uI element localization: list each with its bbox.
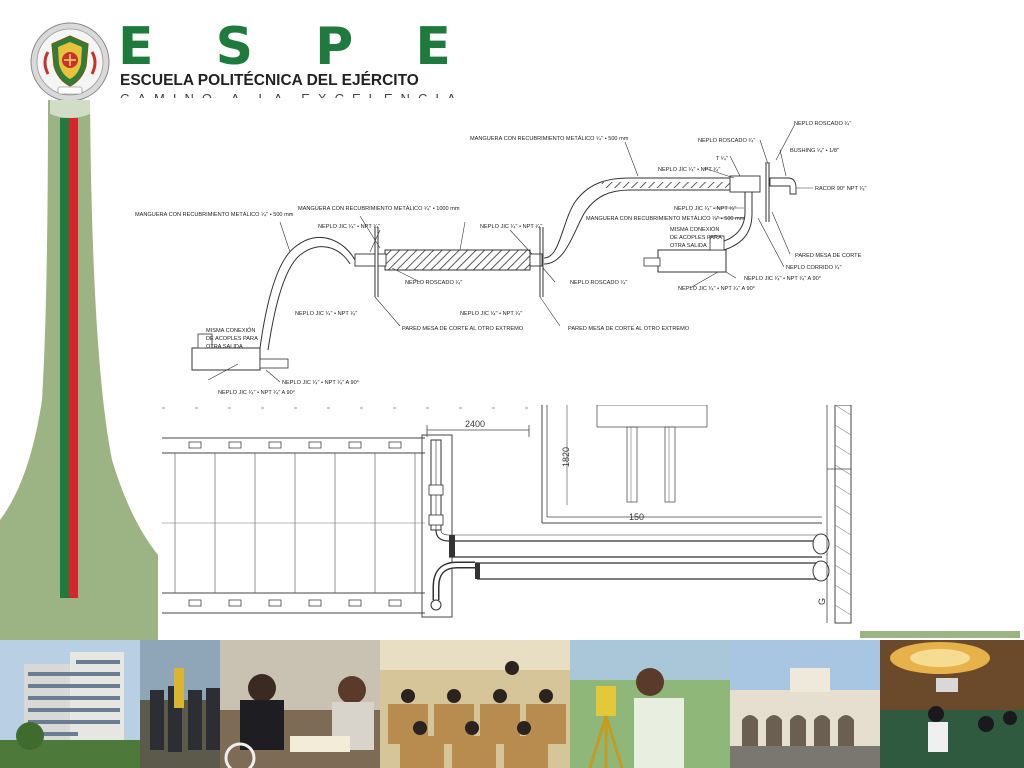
dimension-2400: 2400 — [465, 419, 485, 429]
label-tee: T ¹⁄₄" — [716, 156, 728, 162]
label-hose-left: MANGUERA CON RECUBRIMIENTO METÁLICO ¹⁄₄"… — [135, 211, 294, 218]
label-elbow-right-b: NEPLO JIC ¹⁄₄" • NPT ¹⁄₄" A 90° — [678, 286, 755, 292]
label-neplo-jic-top: NEPLO JIC ¹⁄₄" • NPT ¹⁄₄" — [658, 167, 720, 173]
label-pared-left: PARED MESA DE CORTE AL OTRO EXTREMO — [402, 326, 524, 332]
label-pared-right: PARED MESA DE CORTE — [795, 253, 862, 259]
label-hose-right: MANGUERA CON RECUBRIMIENTO METÁLICO ¹⁄₄"… — [586, 215, 745, 222]
institution-name: ESCUELA POLITÉCNICA DEL EJÉRCITO — [120, 72, 419, 89]
label-bushing: BUSHING ¹⁄₄" • 1/8" — [790, 148, 839, 154]
label-neplo-corrido: NEPLO CORRIDO ¹⁄₄" — [786, 265, 842, 271]
label-elbow-left-b: NEPLO JIC ¹⁄₄" • NPT ¹⁄₄" A 90° — [218, 390, 295, 396]
label-pared-mid: PARED MESA DE CORTE AL OTRO EXTREMO — [568, 326, 690, 332]
label-neplo-jic-right: NEPLO JIC ¹⁄₄" • NPT ¹⁄₄" — [674, 206, 736, 212]
label-neplo-roscado-left: NEPLO ROSCADO ¹⁄₄" — [405, 280, 462, 286]
label-neplo-jic-under-mid: NEPLO JIC ¹⁄₄" • NPT ¹⁄₄" — [460, 311, 522, 317]
campus-photo-collage — [0, 640, 1024, 768]
label-neplo-roscado-mid: NEPLO ROSCADO ¹⁄₄" — [570, 280, 627, 286]
hose-connection-diagram: MANGUERA CON RECUBRIMIENTO METÁLICO ¹⁄₄"… — [135, 121, 867, 396]
left-decoration — [0, 100, 158, 640]
plan-view-diagram: 2400 1820 150 G — [162, 405, 852, 624]
institution-seal-logo — [30, 22, 110, 102]
label-hose-mid: MANGUERA CON RECUBRIMIENTO METÁLICO ¹⁄₄"… — [298, 205, 460, 212]
label-racor: RACOR 90° NPT ¹⁄₈" — [815, 186, 867, 192]
label-elbow-left-a: NEPLO JIC ¹⁄₄" • NPT ¹⁄₄" A 90° — [282, 380, 359, 386]
dimension-150: 150 — [629, 512, 644, 522]
label-elbow-right-a: NEPLO JIC ¹⁄₄" • NPT ¹⁄₄" A 90° — [744, 276, 821, 282]
label-misma-left-1: MISMA CONEXIÓN — [206, 327, 255, 334]
label-misma-right-2: DE ACOPLES PARA — [670, 235, 722, 241]
brand-acronym: E S P E — [118, 17, 473, 77]
wall-tag: G — [817, 598, 827, 605]
dimension-1820: 1820 — [561, 447, 571, 467]
label-neplo-jic-left: NEPLO JIC ¹⁄₄" • NPT ¹⁄₄" — [318, 224, 380, 230]
label-misma-left-3: OTRA SALIDA — [206, 344, 243, 350]
label-neplo-roscado-top-right: NEPLO ROSCADO ¹⁄₄" — [794, 121, 851, 127]
institution-slogan: CAMINO A LA EXCELENCIA — [120, 90, 464, 98]
label-misma-left-2: DE ACOPLES PARA — [206, 336, 258, 342]
divider-bar — [860, 631, 1020, 638]
label-neplo-jic-mid: NEPLO JIC ¹⁄₄" • NPT ¹⁄₄" — [480, 224, 542, 230]
label-neplo-jic-under-left: NEPLO JIC ¹⁄₄" • NPT ¹⁄₄" — [295, 311, 357, 317]
label-neplo-roscado-top: NEPLO ROSCADO ¹⁄₄" — [698, 138, 755, 144]
label-misma-right-1: MISMA CONEXIÓN — [670, 226, 719, 233]
label-hose-top: MANGUERA CON RECUBRIMIENTO METÁLICO ¹⁄₄"… — [470, 135, 629, 142]
label-misma-right-3: OTRA SALIDA — [670, 243, 707, 249]
